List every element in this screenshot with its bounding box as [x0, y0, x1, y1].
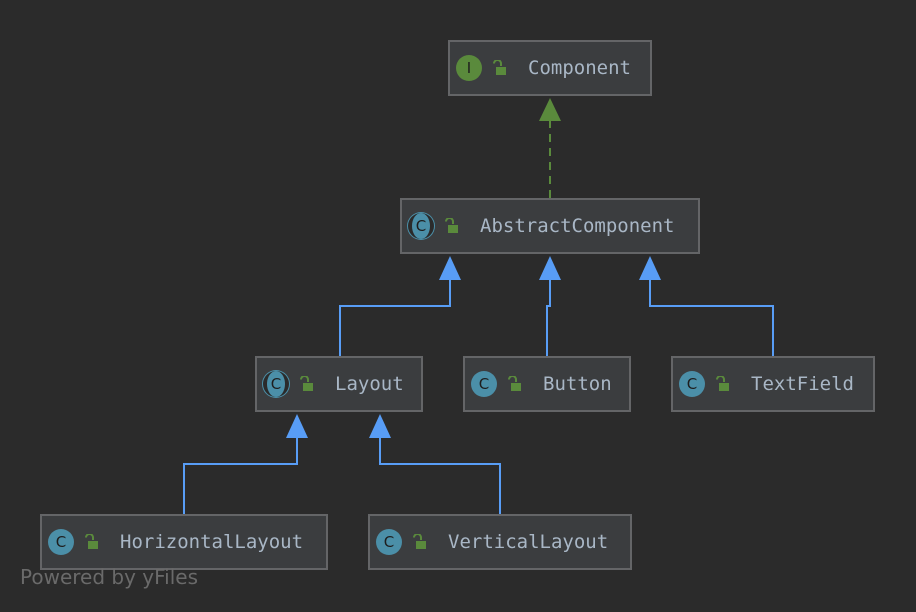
edge-vlayout-extends-layout: [369, 414, 501, 514]
class-icon: C: [471, 371, 497, 397]
node-label: Layout: [335, 373, 404, 395]
interface-icon: I: [456, 55, 482, 81]
class-icon: C: [376, 529, 402, 555]
node-button[interactable]: C Button: [463, 356, 631, 412]
edge-textfield-extends-abstract: [639, 256, 774, 356]
node-label: Component: [528, 57, 631, 79]
unlocked-icon: [508, 376, 521, 391]
class-icon: C: [679, 371, 705, 397]
node-label: VerticalLayout: [448, 531, 609, 553]
edge-hlayout-extends-layout: [183, 414, 308, 514]
unlocked-icon: [493, 60, 506, 75]
node-label: TextField: [751, 373, 854, 395]
unlocked-icon: [445, 218, 458, 233]
class-icon: C: [48, 529, 74, 555]
node-textfield[interactable]: C TextField: [671, 356, 875, 412]
node-verticallayout[interactable]: C VerticalLayout: [368, 514, 632, 570]
unlocked-icon: [716, 376, 729, 391]
node-abstractcomponent[interactable]: C AbstractComponent: [400, 198, 700, 254]
node-label: Button: [543, 373, 612, 395]
watermark: Powered by yFiles: [20, 565, 198, 589]
edge-layout-extends-abstract: [339, 256, 461, 356]
abstract-class-icon: C: [408, 213, 434, 239]
node-layout[interactable]: C Layout: [255, 356, 423, 412]
node-horizontallayout[interactable]: C HorizontalLayout: [40, 514, 328, 570]
edge-button-extends-abstract: [539, 256, 561, 356]
unlocked-icon: [300, 376, 313, 391]
node-component[interactable]: I Component: [448, 40, 652, 96]
node-label: AbstractComponent: [480, 215, 675, 237]
abstract-class-icon: C: [263, 371, 289, 397]
unlocked-icon: [85, 534, 98, 549]
edge-abstract-implements-component: [539, 98, 561, 198]
node-label: HorizontalLayout: [120, 531, 304, 553]
unlocked-icon: [413, 534, 426, 549]
